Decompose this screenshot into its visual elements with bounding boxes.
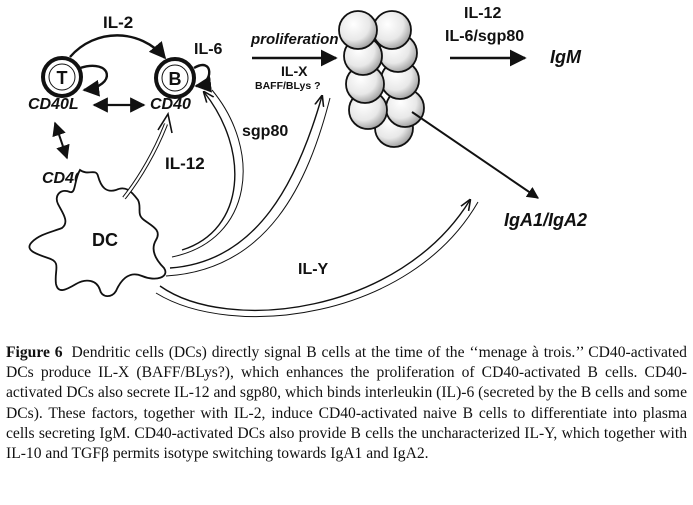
proliferating-b-cell-cluster [338, 10, 425, 148]
ily-arrow [159, 200, 470, 311]
dendritic-cell: DC [28, 168, 167, 298]
iga-label: IgA1/IgA2 [504, 210, 587, 230]
sgp80-label: sgp80 [242, 123, 288, 140]
cd40l-dc-cd40-arrow [52, 121, 70, 160]
dc-label: DC [92, 230, 118, 250]
figure-label: Figure 6 [6, 344, 63, 361]
il12-right-label: IL-12 [464, 5, 501, 22]
caption-text: Dendritic cells (DCs) directly signal B … [6, 344, 687, 463]
ily-label: IL-Y [298, 261, 329, 278]
ilx-label: IL-X [281, 63, 308, 79]
diagram: T B IL-2 IL-6 CD40L CD40 CD40 DC IL-12 s… [28, 5, 587, 318]
b-self-loop-arrow [193, 64, 212, 93]
proliferation-label: proliferation [250, 31, 339, 48]
iga-arrow [411, 111, 539, 199]
t-cell: T [41, 56, 108, 98]
il12-left-label: IL-12 [165, 154, 205, 173]
b-cell: B [154, 57, 212, 99]
il2-arrow [69, 34, 167, 60]
t-cell-label: T [57, 68, 68, 88]
il6-sgp80-label: IL-6/sgp80 [445, 28, 524, 45]
igm-label: IgM [550, 47, 582, 67]
sgp80-arrow [181, 92, 236, 251]
b-cell-label: B [169, 69, 182, 89]
cd40-dc-label: CD40 [42, 170, 83, 187]
cd40l-label: CD40L [28, 96, 79, 113]
ilx-arrow [169, 96, 322, 269]
cd40-b-label: CD40 [150, 96, 191, 113]
baff-label: BAFF/BLys ? [255, 80, 321, 92]
il2-label: IL-2 [103, 13, 133, 32]
il12-dc-to-b-arrow [122, 123, 168, 200]
t-self-loop-arrow [79, 64, 108, 97]
il6-label: IL-6 [194, 41, 223, 58]
